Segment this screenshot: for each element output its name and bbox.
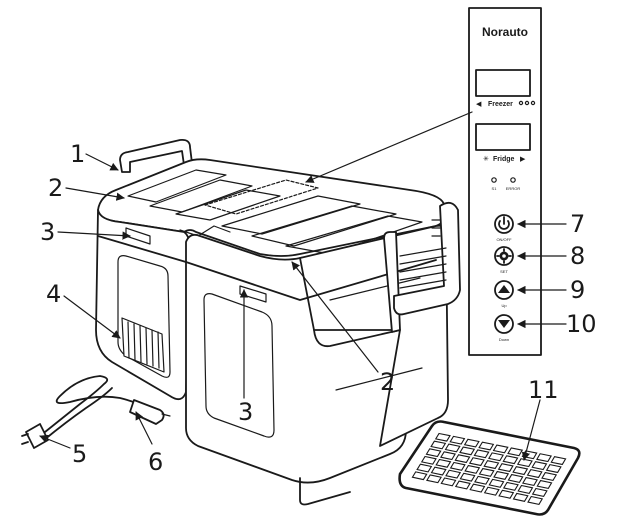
callout-2-left: 2	[48, 174, 63, 202]
basket-cell	[459, 472, 476, 482]
callout-3-right: 3	[238, 398, 253, 426]
freezer-dot-2	[524, 100, 530, 106]
callout-11: 11	[528, 376, 559, 404]
callout-8: 8	[570, 242, 585, 270]
basket-cell	[512, 466, 529, 476]
basket-cell	[445, 469, 462, 479]
indicator-left-label: S1	[492, 186, 498, 191]
basket-cell	[493, 470, 510, 480]
fridge-display	[475, 123, 531, 151]
freezer-dot-1	[518, 100, 524, 106]
basket-cell	[517, 484, 534, 494]
callout-5: 5	[72, 440, 87, 468]
set-button[interactable]: SET	[494, 246, 514, 274]
basket-cell	[492, 444, 509, 454]
indicator-led-left	[491, 177, 497, 183]
basket-cell	[459, 446, 476, 456]
basket-cell	[502, 481, 519, 491]
gear-icon	[496, 248, 512, 264]
callout-9: 9	[570, 276, 585, 304]
basket-cell	[449, 435, 466, 445]
basket-cell	[474, 475, 490, 485]
basket-cell	[454, 454, 471, 464]
basket-cell	[411, 471, 428, 481]
callout-3-left: 3	[40, 218, 55, 246]
basket-cell	[502, 455, 519, 465]
freezer-arrow-icon: ◀	[476, 101, 482, 108]
basket-cell	[483, 460, 500, 470]
wire-basket	[398, 420, 581, 516]
basket-cell	[440, 451, 456, 461]
basket-cell	[522, 476, 538, 487]
basket-cell	[478, 441, 495, 451]
basket-cell	[550, 456, 567, 466]
freezer-dot-3	[530, 100, 536, 106]
basket-cell	[473, 449, 490, 459]
up-button-label: Up	[501, 303, 507, 308]
up-button[interactable]: Up	[494, 280, 514, 308]
basket-cell	[526, 469, 543, 479]
basket-cell	[527, 495, 544, 506]
basket-cell	[426, 474, 442, 484]
freezer-label: Freezer	[488, 101, 513, 108]
cooler-body	[95, 138, 461, 506]
basket-cell	[536, 453, 552, 463]
basket-cell	[430, 466, 447, 476]
basket-cell	[507, 447, 524, 457]
chevron-up-icon	[498, 285, 510, 293]
brand-label: Norauto	[482, 25, 528, 39]
basket-cell	[483, 486, 500, 496]
basket-cell	[545, 464, 562, 474]
basket-cell	[478, 467, 495, 477]
basket-cell	[531, 487, 548, 498]
callout-7: 7	[570, 210, 585, 238]
basket-cell	[449, 461, 466, 471]
leader-lines	[39, 111, 567, 461]
basket-cell	[420, 455, 437, 465]
basket-cell	[430, 440, 447, 450]
callout-2-right: 2	[380, 368, 395, 396]
freezer-display	[475, 69, 531, 97]
basket-cell	[444, 443, 461, 453]
basket-cell	[464, 464, 481, 474]
callout-4: 4	[46, 280, 61, 308]
power-button-label: ON/OFF	[496, 237, 512, 242]
callout-numbers: 1 2 3 4 5 6 2 3 7 8 9 10 11	[40, 140, 597, 476]
power-button[interactable]: ON/OFF	[494, 214, 514, 242]
basket-cell	[531, 461, 548, 471]
basket-cell	[512, 492, 529, 502]
callout-1: 1	[70, 140, 85, 168]
basket-cell	[498, 489, 515, 499]
basket-cell	[488, 452, 504, 462]
basket-cell	[507, 473, 524, 483]
basket-cell	[536, 479, 553, 490]
basket-cell	[425, 448, 442, 458]
set-button-label: SET	[500, 269, 508, 274]
power-icon	[498, 216, 510, 230]
callout-10: 10	[566, 310, 597, 338]
fridge-label: Fridge	[493, 156, 514, 163]
basket-cell	[469, 483, 486, 493]
fridge-sun-icon: ✳	[483, 155, 489, 163]
chevron-down-icon	[498, 320, 510, 328]
down-button-label: Down	[499, 337, 509, 342]
indicator-right-label: ERROR	[506, 186, 521, 191]
basket-cell	[435, 458, 452, 468]
control-panel: Norauto ◀ Freezer ✳ Fridge ▶ S1 ERROR ON…	[468, 7, 542, 356]
fridge-arrow-icon: ▶	[520, 156, 526, 163]
basket-cell	[468, 457, 485, 467]
basket-cell	[463, 438, 480, 448]
ventilation-grille	[121, 317, 165, 373]
basket-cell	[497, 463, 514, 473]
down-button[interactable]: Down	[494, 314, 514, 342]
basket-cell	[440, 477, 457, 487]
basket-cell	[454, 480, 471, 490]
basket-cell	[488, 478, 505, 488]
basket-cell	[416, 463, 433, 473]
indicator-led-right	[510, 177, 516, 183]
basket-cell	[434, 432, 451, 442]
callout-6: 6	[148, 448, 163, 476]
basket-cell	[541, 471, 558, 482]
